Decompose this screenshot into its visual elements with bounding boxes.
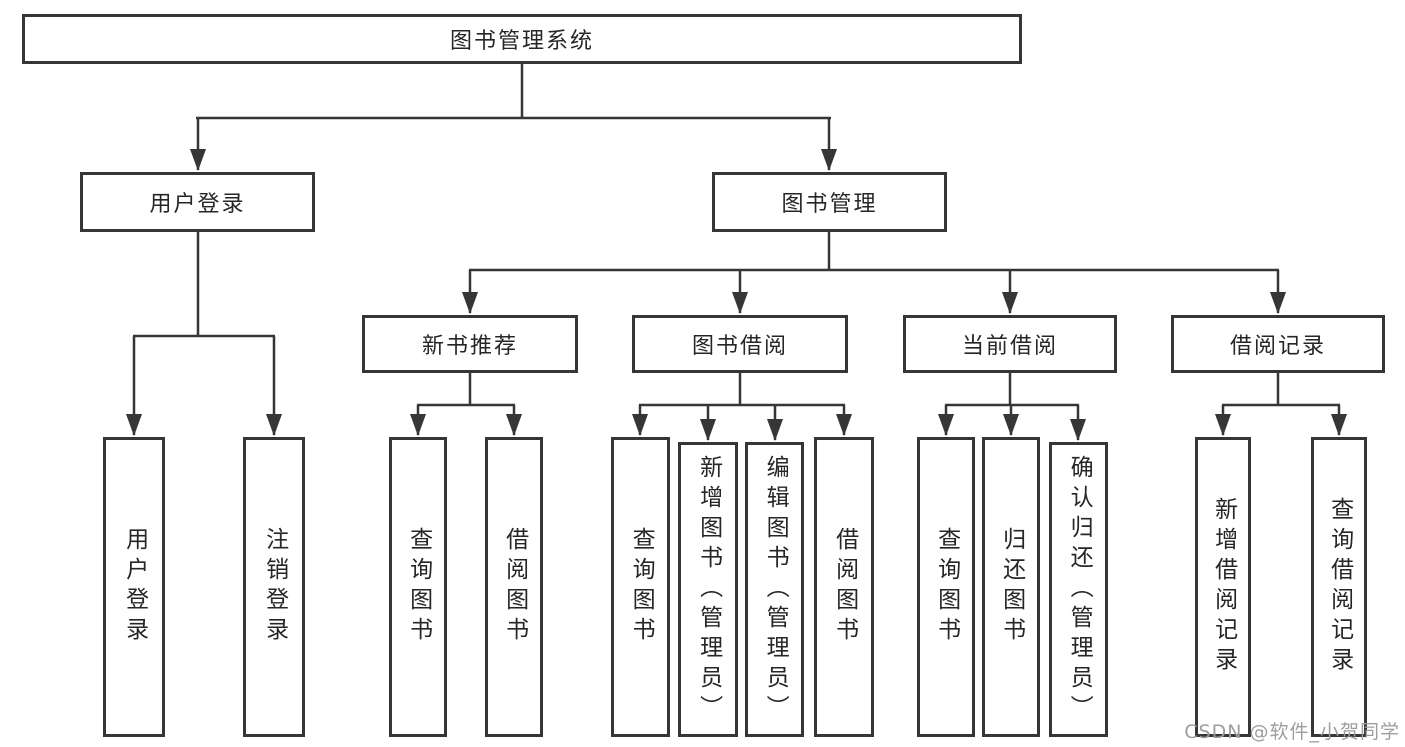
node-label: 图书管理系统: [449, 29, 594, 54]
leaf-add-books-admin: 新增图书（管理员）: [678, 442, 738, 737]
node-label: 当前借阅: [961, 334, 1058, 359]
node-new-book-recommendation: 新书推荐: [362, 315, 578, 373]
leaf-query-books-current: 查询图书: [917, 437, 975, 737]
node-current-borrowing: 当前借阅: [903, 315, 1117, 373]
node-label: 新增借阅记录: [1210, 497, 1237, 677]
node-label: 查询借阅记录: [1326, 497, 1353, 677]
node-label: 图书管理: [781, 192, 878, 217]
node-label: 确认归还（管理员）: [1066, 454, 1093, 725]
leaf-query-borrow-record: 查询借阅记录: [1311, 437, 1367, 737]
node-label: 注销登录: [261, 527, 288, 647]
leaf-borrow-books: 借阅图书: [814, 437, 874, 737]
leaf-user-login: 用户登录: [103, 437, 165, 737]
node-book-borrowing: 图书借阅: [632, 315, 848, 373]
leaf-query-books-recommend: 查询图书: [389, 437, 447, 737]
node-label: 查询图书: [933, 527, 960, 647]
node-label: 图书借阅: [691, 334, 788, 359]
leaf-edit-books-admin: 编辑图书（管理员）: [745, 442, 804, 737]
leaf-confirm-return-admin: 确认归还（管理员）: [1049, 442, 1108, 737]
node-label: 查询图书: [628, 527, 655, 647]
node-label: 用户登录: [149, 192, 246, 217]
node-label: 归还图书: [998, 527, 1025, 647]
csdn-watermark: CSDN @软件_小贺同学: [1184, 721, 1400, 743]
node-borrowing-records: 借阅记录: [1171, 315, 1385, 373]
node-user-login-group: 用户登录: [80, 172, 315, 232]
node-label: 用户登录: [121, 527, 148, 647]
node-label: 新书推荐: [421, 334, 518, 359]
node-book-management: 图书管理: [712, 172, 947, 232]
node-label: 编辑图书（管理员）: [762, 454, 789, 725]
leaf-return-books: 归还图书: [982, 437, 1040, 737]
leaf-logout: 注销登录: [243, 437, 305, 737]
node-label: 借阅记录: [1229, 334, 1326, 359]
node-label: 借阅图书: [501, 527, 528, 647]
node-label: 借阅图书: [831, 527, 858, 647]
leaf-query-books-borrow: 查询图书: [611, 437, 670, 737]
leaf-borrow-books-recommend: 借阅图书: [485, 437, 543, 737]
node-label: 查询图书: [405, 527, 432, 647]
leaf-add-borrow-record: 新增借阅记录: [1195, 437, 1251, 737]
node-library-management-system: 图书管理系统: [22, 14, 1022, 64]
node-label: 新增图书（管理员）: [695, 454, 722, 725]
